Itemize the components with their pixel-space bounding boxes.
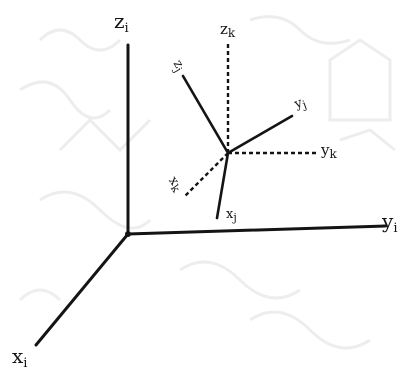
x-axis-i [34, 232, 130, 347]
x-axis-k [183, 152, 229, 198]
frame-j [181, 74, 294, 220]
frame-k [183, 42, 318, 198]
label-z-i: zi [114, 9, 129, 36]
origin-i [125, 231, 131, 237]
label-z-k: zk [220, 20, 236, 40]
label-x-j: xj [226, 207, 237, 224]
x-axis-j [215, 151, 230, 220]
y-axis-i [126, 224, 387, 236]
label-x-i: xi [12, 344, 27, 371]
label-y-j: yj [292, 94, 309, 114]
watermark-background [18, 15, 396, 350]
label-x-k: xk [164, 174, 186, 196]
label-z-j: zj [168, 57, 188, 74]
label-y-k: yk [320, 141, 337, 161]
z-axis-j [181, 74, 230, 155]
y-axis-j [226, 114, 294, 155]
label-y-i: yi [381, 209, 397, 236]
frame-i [34, 43, 387, 347]
